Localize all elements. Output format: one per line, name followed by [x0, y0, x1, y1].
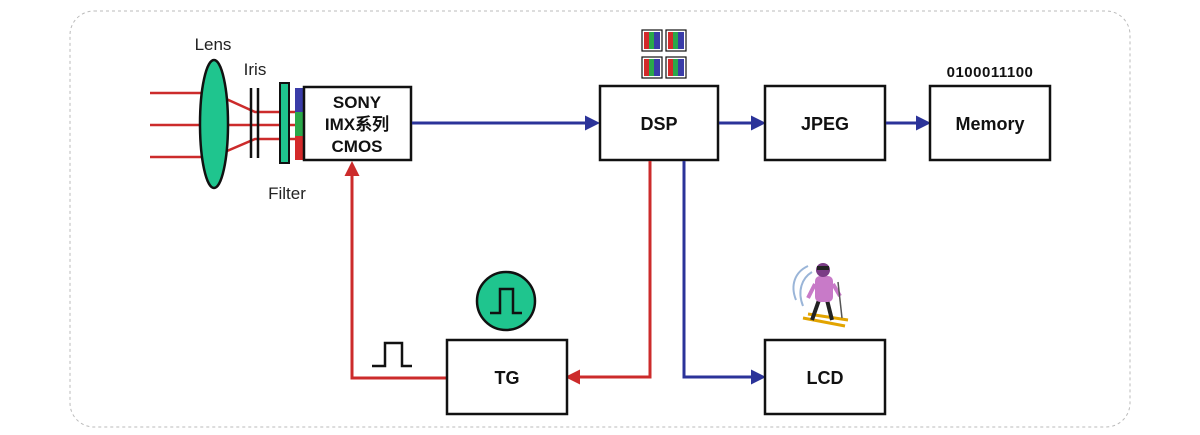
rgb-pixel-grid-icon [641, 29, 687, 79]
lens-icon [198, 58, 230, 190]
jpeg-box [763, 84, 887, 162]
iris-label: Iris [244, 60, 267, 79]
dsp-label: DSP [640, 114, 677, 134]
filter-icon [279, 82, 290, 164]
diagram-frame [69, 10, 1131, 428]
skier-icon [792, 263, 849, 328]
lcd-label: LCD [807, 368, 844, 388]
memory-label: Memory [955, 114, 1024, 134]
dsp-to-tg-arrow [565, 161, 652, 385]
dsp-box [598, 84, 720, 162]
tg-label: TG [495, 368, 520, 388]
iris-icon [249, 88, 260, 158]
lens-label: Lens [195, 35, 232, 54]
color-filter-array [295, 88, 304, 160]
tg-to-sensor-arrow [344, 161, 447, 380]
memory-bits: 0100011100 [947, 64, 1034, 81]
memory-box [928, 84, 1052, 162]
lcd-box [763, 338, 887, 416]
sensor-line-1: SONY [333, 93, 382, 112]
filter-label: Filter [268, 184, 306, 203]
sensor-box [302, 85, 413, 162]
pulse-clock-icon [475, 270, 537, 332]
jpeg-label: JPEG [801, 114, 849, 134]
sensor-line-2: IMX系列 [325, 114, 389, 134]
sensor-line-3: CMOS [332, 137, 383, 156]
square-pulse-icon [372, 341, 412, 368]
dsp-to-lcd-arrow [682, 161, 766, 385]
tg-box [445, 338, 569, 416]
